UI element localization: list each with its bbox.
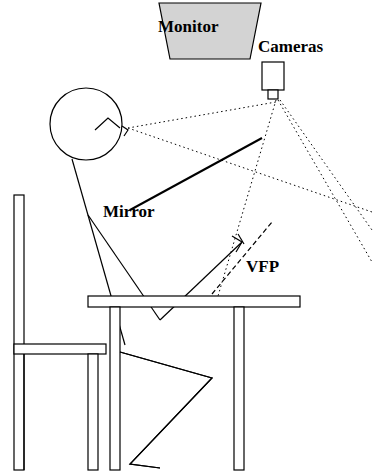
node-label: Monitor [158,18,218,37]
part-label: VFP [246,258,279,277]
sight-lines [128,100,372,296]
camera-lens [268,90,278,99]
part-label: Cameras [258,38,323,57]
camera-body [262,62,284,90]
face-lines [95,118,120,130]
legs [120,352,212,468]
legs-front [120,352,212,468]
monitor-trapezoid [159,3,261,59]
head [50,88,122,160]
forearm [160,242,242,320]
part-label: Mirror [103,203,155,222]
monitor-shape: Monitor [158,2,262,60]
chair [14,195,106,470]
eye [122,126,128,136]
table [88,296,300,470]
finger [238,234,244,244]
mirror-line [130,138,262,210]
